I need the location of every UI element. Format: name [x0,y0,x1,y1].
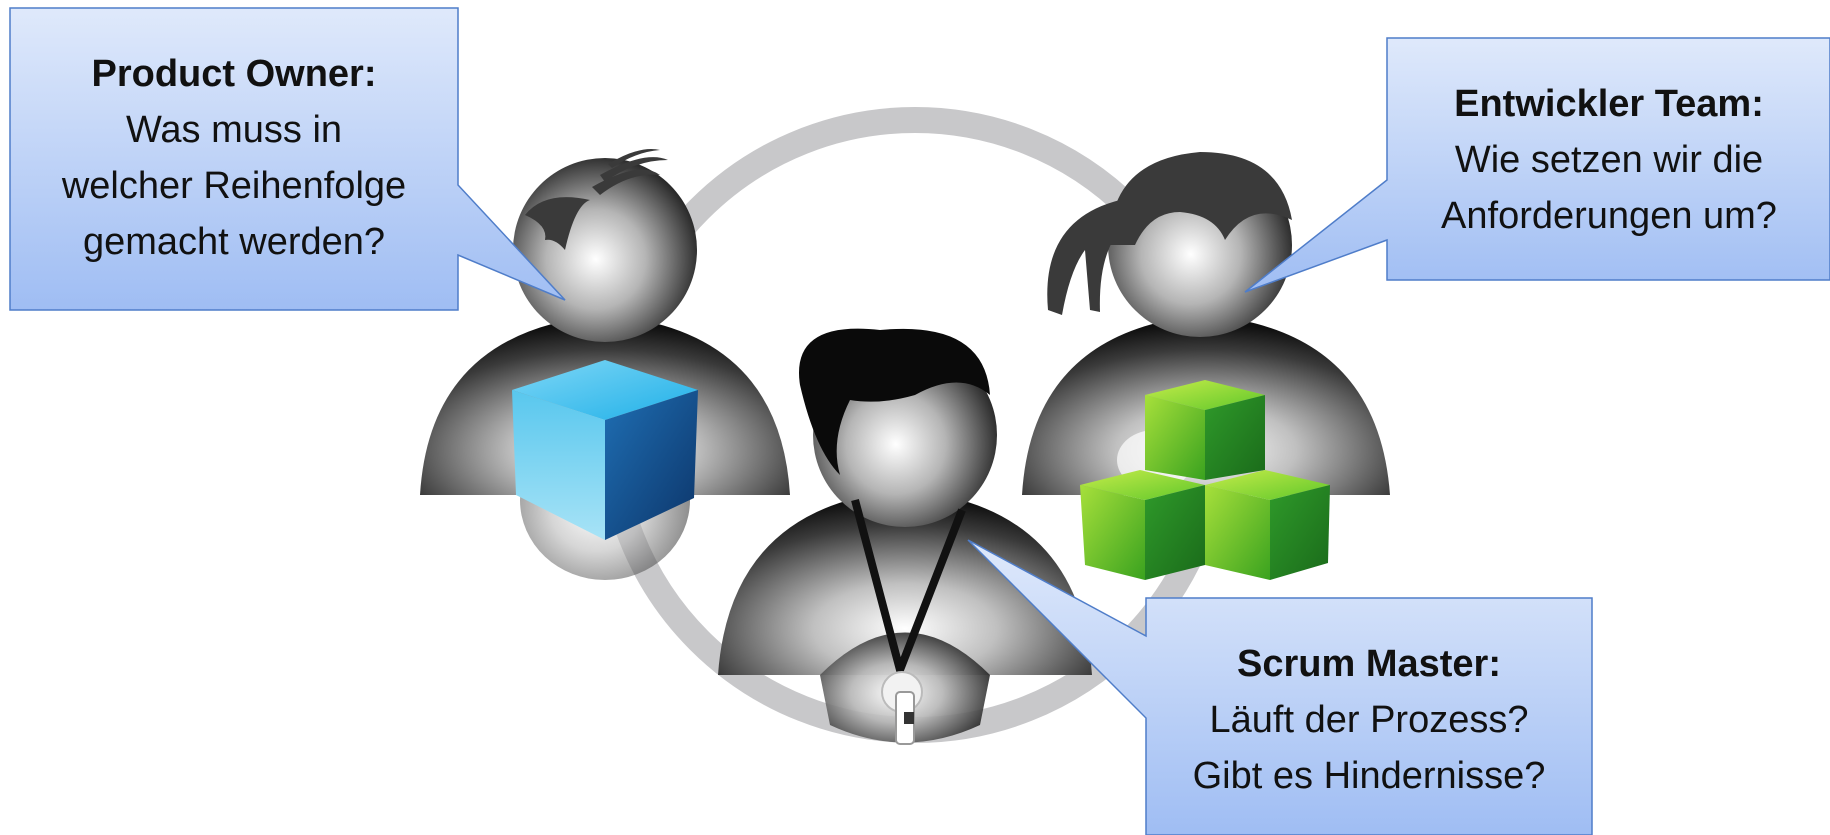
dev-team-line-1: Wie setzen wir die [1454,139,1764,181]
scrum-master-hair [799,328,990,475]
dev-team-callout [1244,37,1830,293]
scrum-master-callout [967,539,1593,835]
lanyard [851,498,966,683]
product-owner-figure [420,148,790,580]
dev-team-line-2: Anforderungen um? [1441,195,1777,237]
product-owner-hair [525,197,590,250]
scrum-master-line-1: Läuft der Prozess? [1209,699,1529,741]
dev-team-figure [1022,152,1390,580]
whistle-icon [881,671,923,745]
scrum-master-title: Scrum Master: [1237,643,1501,685]
product-owner-line-3: gemacht werden? [82,221,386,263]
product-owner-callout [9,7,566,311]
product-owner-title: Product Owner: [91,53,377,95]
product-owner-line-2: welcher Reihenfolge [61,165,407,207]
product-owner-text: Product Owner: Was muss in welcher Reihe… [12,46,456,270]
scrum-master-line-2: Gibt es Hindernisse? [1192,755,1546,797]
dev-team-title: Entwickler Team: [1454,83,1764,125]
cube-icon [512,360,698,540]
product-owner-line-1: Was muss in [125,109,343,151]
scrum-master-figure [718,328,1092,745]
dev-team-text: Entwickler Team: Wie setzen wir die Anfo… [1389,76,1829,244]
cubes-stack-icon [1080,380,1330,580]
scrum-master-text: Scrum Master: Läuft der Prozess? Gibt es… [1148,636,1590,804]
dev-team-ponytail [1047,200,1125,315]
dev-team-hair [1109,152,1292,245]
scrum-master-body [718,490,1092,675]
